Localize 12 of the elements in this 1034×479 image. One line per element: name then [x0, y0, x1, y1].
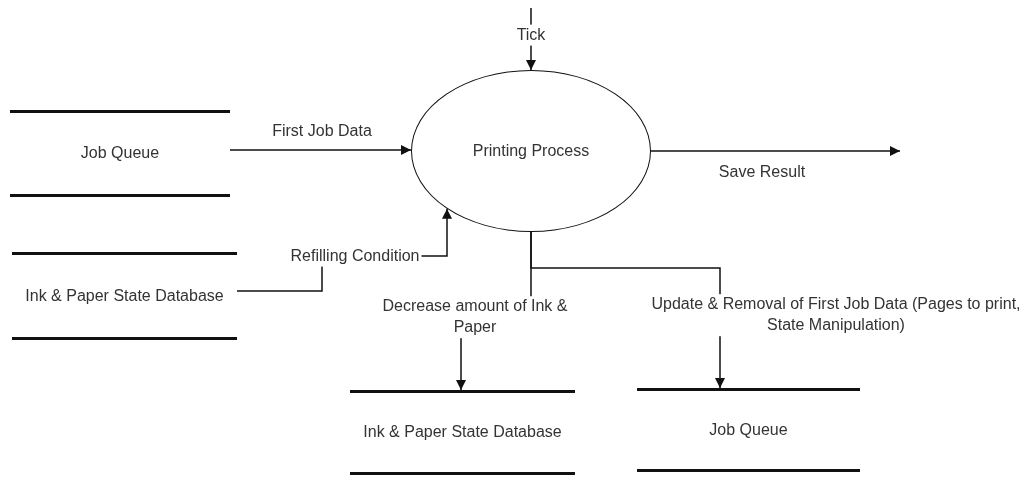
node-label: Ink & Paper State Database: [24, 285, 225, 306]
node-label: Printing Process: [471, 140, 591, 161]
arrow: [229, 145, 412, 155]
data-store: [12, 252, 237, 340]
data-store: [350, 390, 575, 475]
node-label: Ink & Paper State Database: [362, 422, 563, 443]
data-store: [10, 110, 230, 197]
data-store: [637, 388, 860, 472]
edge-label: Tick: [514, 24, 548, 46]
node-label: Job Queue: [79, 143, 161, 164]
node-label: Job Queue: [708, 419, 789, 440]
arrow: [650, 146, 901, 156]
